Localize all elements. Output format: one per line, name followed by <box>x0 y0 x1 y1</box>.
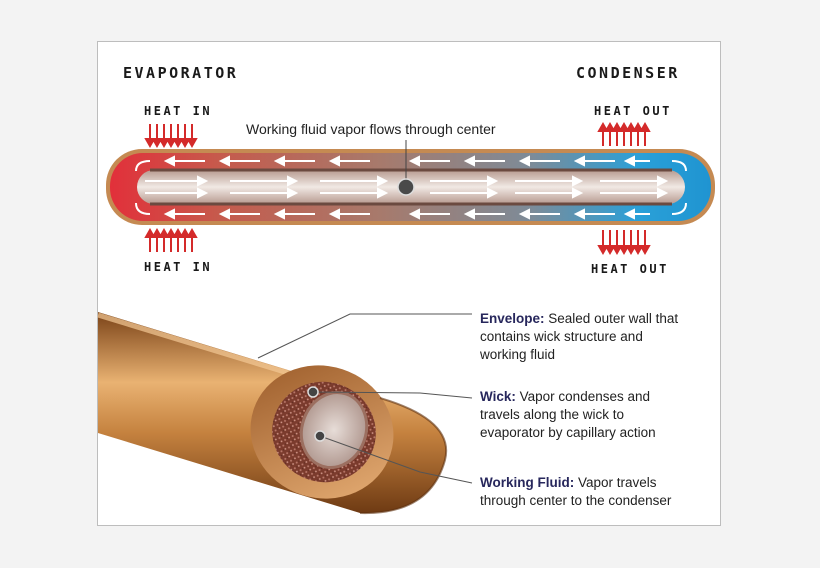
working-fluid-marker <box>314 430 326 442</box>
heat-in-arrows-top <box>144 124 198 149</box>
working-fluid-term: Working Fluid: <box>480 475 575 490</box>
heat-in-label-bottom: HEAT IN <box>144 260 213 274</box>
flow-arrows <box>135 155 687 220</box>
heat-in-arrows-bottom <box>144 227 198 252</box>
working-fluid-text-1: Vapor travels <box>578 475 657 490</box>
heat-out-arrows-top <box>597 121 651 146</box>
wick-marker <box>307 386 319 398</box>
wick-callout: Wick: Vapor condenses and travels along … <box>480 388 656 442</box>
bottom-return-arrows <box>163 208 650 220</box>
wick-text-3: evaporator by capillary action <box>480 425 656 440</box>
working-fluid-callout: Working Fluid: Vapor travels through cen… <box>480 474 671 510</box>
center-flow-note: Working fluid vapor flows through center <box>246 121 496 137</box>
heat-out-label-bottom: HEAT OUT <box>591 262 669 276</box>
envelope-text-1: Sealed outer wall that <box>548 311 679 326</box>
center-marker <box>397 178 415 196</box>
vapor-core-hollow <box>299 391 369 469</box>
working-fluid-text-2: through center to the condenser <box>480 493 672 508</box>
envelope-term: Envelope: <box>480 311 545 326</box>
wick-text-2: travels along the wick to <box>480 407 625 422</box>
envelope-text-2: contains wick structure and <box>480 329 643 344</box>
working-fluid-pointer <box>319 435 473 484</box>
envelope-pointer <box>257 313 472 359</box>
envelope-callout: Envelope: Sealed outer wall that contain… <box>480 310 678 364</box>
cutaway-pipe <box>97 312 448 515</box>
top-return-arrows <box>163 155 650 167</box>
callout-lines <box>257 313 473 484</box>
wick-term: Wick: <box>480 389 516 404</box>
heat-out-label-top: HEAT OUT <box>594 104 672 118</box>
condenser-title: CONDENSER <box>576 64 680 82</box>
wick-text-1: Vapor condenses and <box>519 389 651 404</box>
center-vapor-arrows <box>145 175 669 199</box>
envelope-text-3: working fluid <box>480 347 556 362</box>
wick-pointer <box>312 391 473 399</box>
heat-out-arrows-bottom <box>597 230 651 256</box>
evaporator-title: EVAPORATOR <box>123 64 239 82</box>
heat-in-label-top: HEAT IN <box>144 104 213 118</box>
